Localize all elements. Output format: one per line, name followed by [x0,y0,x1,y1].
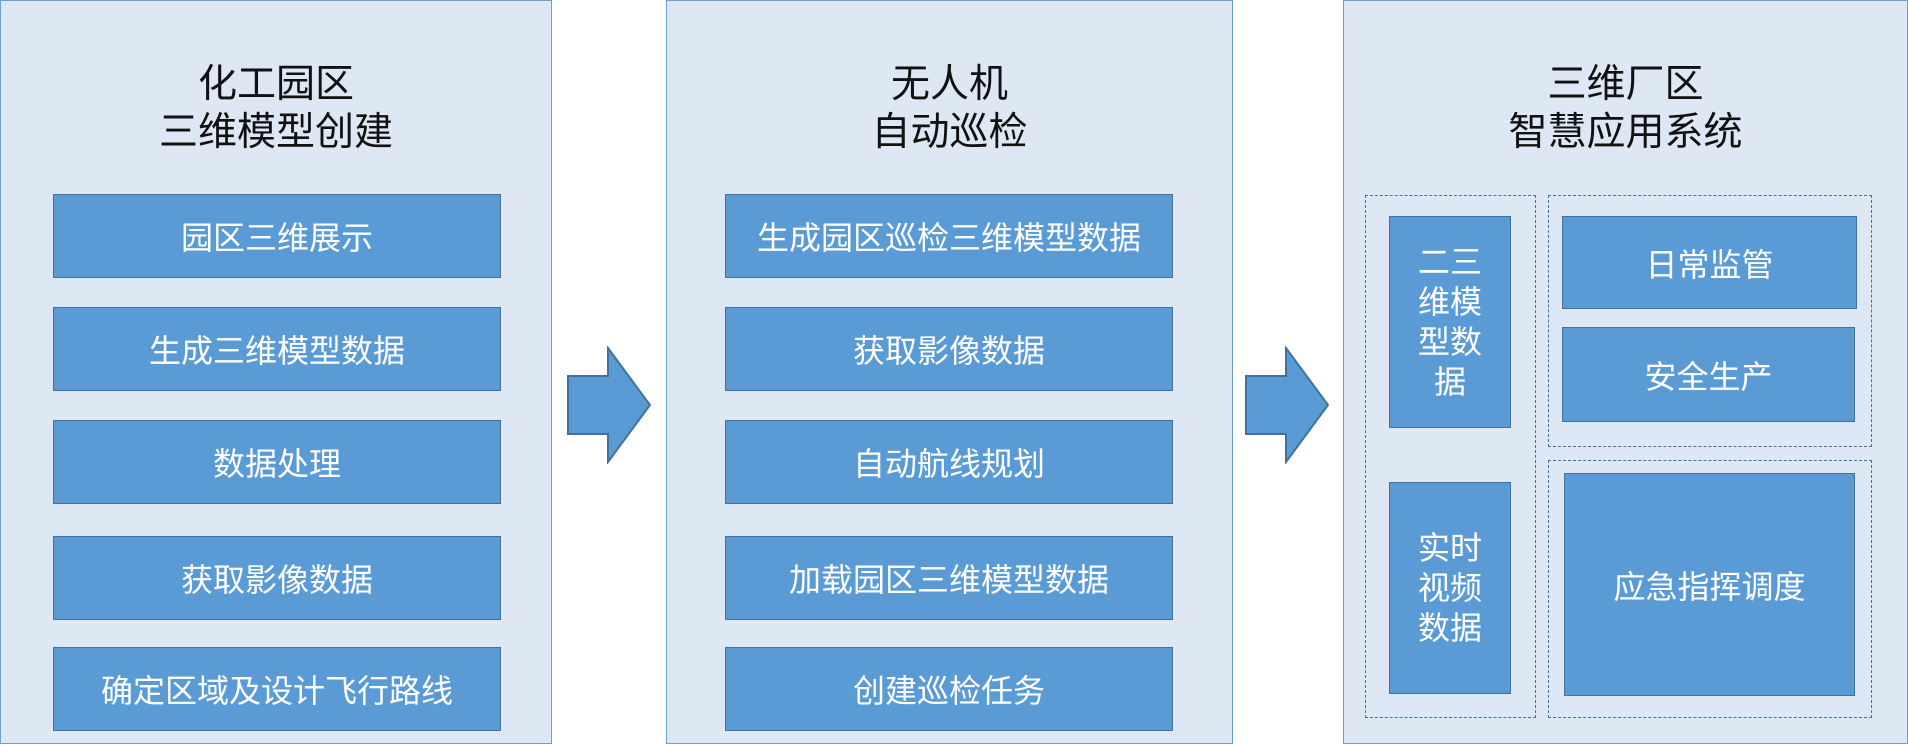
data-sources-group [1365,195,1536,718]
step-box: 确定区域及设计飞行路线 [53,647,501,731]
safety-production-box: 安全生产 [1562,327,1855,422]
box-text-line: 数据 [1417,609,1482,647]
panel-title-line1: 化工园区 [197,62,354,107]
step-box: 生成园区巡检三维模型数据 [725,194,1173,278]
panel-title-line2: 三维模型创建 [158,110,393,155]
box-text-line: 维模 [1417,283,1482,321]
panel-title-line1: 三维厂区 [1547,62,1704,107]
panel-title: 三维厂区 智慧应用系统 [1344,61,1907,157]
box-text-line: 型数 [1417,323,1482,361]
apps-group-bottom [1548,460,1872,718]
panel-title: 化工园区 三维模型创建 [1,61,551,157]
step-box: 获取影像数据 [53,536,501,620]
daily-supervision-box: 日常监管 [1562,216,1857,309]
step-box: 加载园区三维模型数据 [725,536,1173,620]
emergency-command-box: 应急指挥调度 [1564,473,1855,696]
panel-smart-application-system: 三维厂区 智慧应用系统 二三 维模 型数 据 实时 视频 数据 日常监管 安全生… [1343,0,1908,744]
step-box: 数据处理 [53,420,501,504]
panel-3d-model-creation: 化工园区 三维模型创建 园区三维展示 生成三维模型数据 数据处理 获取影像数据 … [0,0,552,744]
step-box: 创建巡检任务 [725,647,1173,731]
apps-group-top [1548,195,1872,447]
right-arrow-icon [1245,346,1330,464]
box-text-line: 实时 [1417,529,1482,567]
panel-title-line2: 智慧应用系统 [1508,110,1743,155]
box-text-line: 视频 [1417,569,1482,607]
realtime-video-data-box: 实时 视频 数据 [1389,482,1511,694]
panel-title: 无人机 自动巡检 [667,61,1232,157]
box-text-line: 据 [1433,363,1466,401]
panel-drone-inspection: 无人机 自动巡检 生成园区巡检三维模型数据 获取影像数据 自动航线规划 加载园区… [666,0,1233,744]
step-box: 园区三维展示 [53,194,501,278]
right-arrow-icon [567,346,652,464]
panel-title-line2: 自动巡检 [871,110,1028,155]
3d-model-data-box: 二三 维模 型数 据 [1389,216,1511,428]
box-text-line: 二三 [1417,243,1482,281]
step-box: 生成三维模型数据 [53,307,501,391]
panel-title-line1: 无人机 [890,62,1008,107]
step-box: 获取影像数据 [725,307,1173,391]
step-box: 自动航线规划 [725,420,1173,504]
